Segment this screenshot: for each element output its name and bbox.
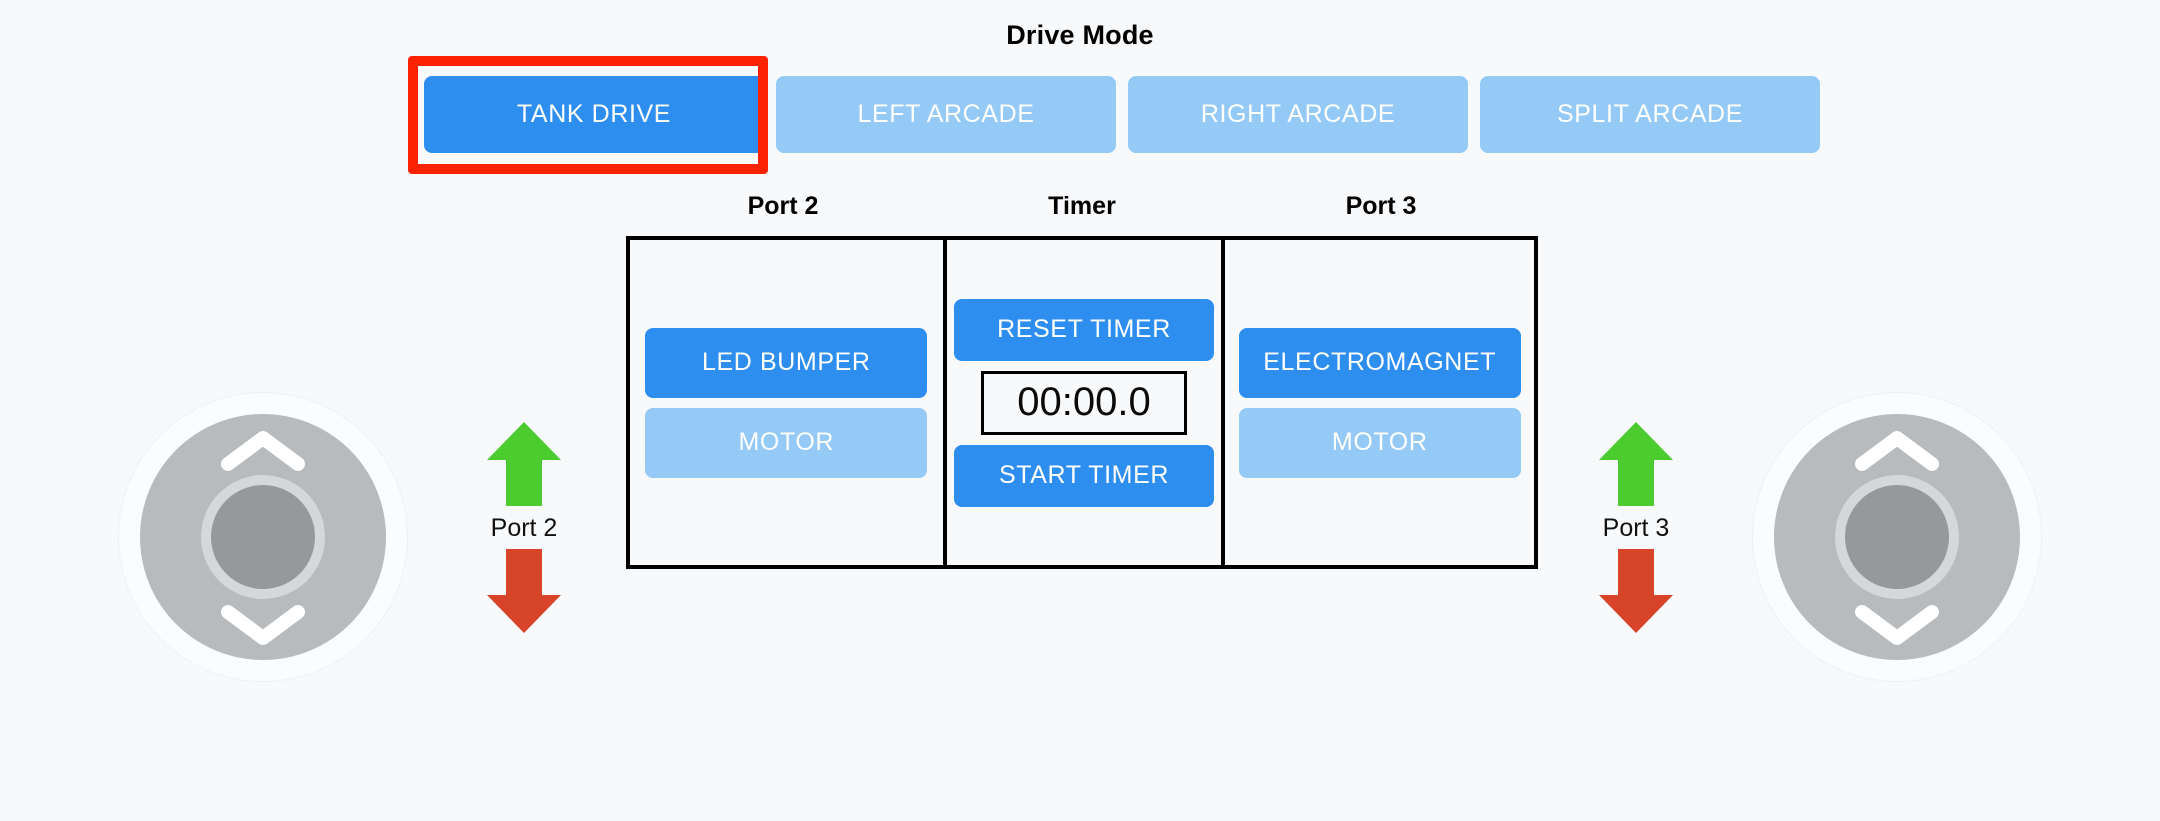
right-joystick[interactable] [1752,392,2042,682]
drive-mode-title: Drive Mode [1006,20,1154,50]
port2-down-arrow-icon[interactable] [485,547,563,635]
port2-column: LED BUMPER MOTOR [630,240,943,565]
timer-column: RESET TIMER 00:00.0 START TIMER [942,240,1226,565]
port2-button-stack: LED BUMPER MOTOR [645,327,928,478]
port3-arrow-label: Port 3 [1602,514,1670,542]
port3-header: Port 3 [1345,192,1417,220]
timer-header: Timer [1048,192,1116,220]
port2-motor-button[interactable]: MOTOR [645,407,928,478]
port3-motor-button[interactable]: MOTOR [1238,407,1521,478]
reset-timer-button[interactable]: RESET TIMER [953,298,1214,361]
port2-arrow-control: Port 2 [444,420,604,635]
drive-mode-tank-drive-button[interactable]: TANK DRIVE [424,76,764,153]
start-timer-button[interactable]: START TIMER [953,444,1214,507]
panel-headers: Port 2 Timer Port 3 [0,192,2160,222]
drive-mode-left-arcade-button[interactable]: LEFT ARCADE [776,76,1116,153]
port3-up-arrow-icon[interactable] [1597,420,1675,508]
drive-mode-split-arcade-button[interactable]: SPLIT ARCADE [1480,76,1820,153]
port2-header: Port 2 [747,192,819,220]
led-bumper-button[interactable]: LED BUMPER [645,327,928,398]
port3-column: ELECTROMAGNET MOTOR [1225,240,1534,565]
timer-controls: RESET TIMER 00:00.0 START TIMER [953,298,1214,507]
port2-up-arrow-icon[interactable] [485,420,563,508]
port3-button-stack: ELECTROMAGNET MOTOR [1238,327,1521,478]
port2-arrow-label: Port 2 [490,514,558,542]
port3-arrow-control: Port 3 [1556,420,1716,635]
left-joystick[interactable] [118,392,408,682]
port3-down-arrow-icon[interactable] [1597,547,1675,635]
right-joystick-knob[interactable] [1845,485,1949,589]
drive-mode-button-group: TANK DRIVE LEFT ARCADE RIGHT ARCADE SPLI… [424,76,1820,153]
control-panel: LED BUMPER MOTOR RESET TIMER 00:00.0 STA… [626,236,1538,569]
drive-mode-right-arcade-button[interactable]: RIGHT ARCADE [1128,76,1468,153]
timer-display: 00:00.0 [980,370,1187,435]
left-joystick-knob[interactable] [211,485,315,589]
electromagnet-button[interactable]: ELECTROMAGNET [1238,327,1521,398]
